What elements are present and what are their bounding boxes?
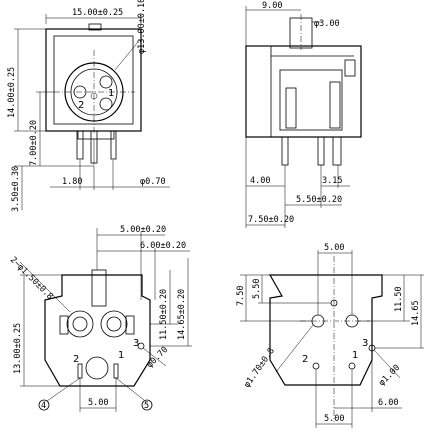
- front-dia-label: φ13.00±0.10: [137, 0, 147, 54]
- footprint-bottom-a-label: 5.00: [324, 414, 344, 424]
- bottom-pin-dia-label: φ0.70: [145, 345, 170, 370]
- side-body-outline: [245, 45, 362, 138]
- front-pitch-label: 1.80: [62, 177, 82, 187]
- callout-4-circle: [38, 399, 50, 411]
- front-dia-leader: [114, 41, 139, 71]
- bottom-pin-1: [113, 363, 119, 379]
- front-pin-label-2: 2: [78, 100, 84, 111]
- bottom-pin-label-3: 3: [133, 338, 139, 349]
- footprint-v2-label: 5.50: [252, 279, 262, 299]
- bottom-w2-label: 6.00±0.20: [140, 241, 186, 251]
- callout-5-leader: [115, 377, 145, 401]
- bottom-pin-2: [77, 363, 83, 379]
- footprint-bighole-label: φ1.70±0.8: [242, 346, 277, 389]
- side-top-width-label: 9.00: [262, 1, 282, 11]
- front-base: [77, 130, 115, 140]
- front-lead-dia-label: φ0.70: [140, 177, 166, 187]
- footprint-pin-label-2: 2: [302, 354, 308, 365]
- bottom-center-boss: [85, 356, 109, 380]
- footprint-bottom-b-label: 6.00: [378, 398, 398, 408]
- front-lead-right: [110, 130, 117, 160]
- bottom-hole-left-inner: [72, 316, 88, 332]
- callout-4-label: 4: [41, 401, 46, 411]
- callout-4-leader: [46, 377, 81, 402]
- side-lead-2: [317, 136, 325, 166]
- bottom-pin-3: [137, 342, 145, 350]
- bottom-pitch-label: 5.00: [88, 398, 108, 408]
- side-dim-d-label: 7.50±0.20: [248, 215, 294, 225]
- bottom-pindia-leader: [142, 347, 167, 367]
- footprint-pin-label-1: 1: [352, 350, 358, 361]
- side-dim-c-label: 5.50±0.20: [296, 195, 342, 205]
- bottom-pin-label-2: 2: [73, 354, 79, 365]
- side-inner-slot-1: [285, 87, 297, 129]
- front-lead-left: [76, 130, 84, 160]
- side-inner-latch: [344, 59, 356, 77]
- bottom-hole-left-outer: [66, 310, 94, 338]
- bottom-pin-label-1: 1: [118, 350, 124, 361]
- footprint-pin-1: [348, 362, 356, 370]
- bottom-holes-leader: [19, 261, 71, 313]
- side-dim-b-label: 3.15: [322, 176, 342, 186]
- callout-5-circle: [141, 399, 153, 411]
- footprint-view: 2 1 3 5.00 7.50 5.50 11.50 14.65 φ1.70±0…: [236, 243, 424, 428]
- front-center-height-label: 7.00±0.20: [29, 120, 39, 166]
- front-body-inner: [53, 35, 134, 125]
- side-inner-slot-2: [329, 81, 341, 129]
- front-view: 2 1 15.00±0.25 φ13.00±0.10 14.00±0.25 7.…: [7, 0, 170, 212]
- bottom-side-slot-l: [59, 315, 69, 335]
- front-pin-right-bottom: [99, 97, 113, 111]
- side-lead-1: [281, 136, 289, 166]
- bottom-hole-right-inner: [106, 316, 122, 332]
- front-pin-label-1: 1: [108, 88, 114, 99]
- footprint-top-label: 5.00: [324, 243, 344, 253]
- front-height-label: 14.00±0.25: [7, 67, 17, 118]
- side-dim-a-label: 4.00: [250, 176, 270, 186]
- bottom-w1-label: 5.00±0.20: [120, 225, 166, 235]
- bottom-side-slot-r: [125, 315, 135, 335]
- front-top-tab: [88, 23, 102, 31]
- front-body-outline: [45, 28, 142, 132]
- bottom-hole-right-outer: [100, 310, 128, 338]
- front-width-label: 15.00±0.25: [72, 8, 123, 18]
- footprint-v4-label: 14.65: [411, 300, 421, 326]
- bottom-top-tab: [91, 269, 107, 307]
- bottom-h1-label: 11.50±0.20: [159, 289, 169, 340]
- footprint-outline: [268, 274, 383, 386]
- side-top-dia-label: φ3.00: [314, 19, 340, 29]
- side-inner-box: [279, 69, 343, 131]
- side-lead-3: [332, 136, 342, 166]
- bottom-h2-label: 14.65±0.20: [177, 289, 187, 340]
- footprint-pin-2: [312, 362, 320, 370]
- bottom-view: 2 1 3 5.00±0.20 6.00±0.20 2−φ1.50±0.8 11…: [8, 225, 192, 412]
- footprint-bighole-leader: [275, 324, 314, 373]
- footprint-pin-label-3: 3: [362, 338, 368, 349]
- bottom-holes-label: 2−φ1.50±0.8: [8, 255, 55, 302]
- front-pin-right-top: [99, 75, 113, 89]
- bottom-body-outline: [44, 274, 151, 387]
- front-lead-length-label: 3.50±0.30: [11, 166, 21, 212]
- bottom-h3-label: 13.00±0.25: [13, 323, 23, 374]
- callout-5-label: 5: [144, 401, 149, 411]
- footprint-smallhole-leader: [373, 349, 401, 379]
- side-view: 9.00 φ3.00 4.00 3.15 5.50±0.20 7.50±0.20: [245, 1, 362, 228]
- footprint-v1-label: 7.50: [236, 286, 246, 306]
- footprint-v3-label: 11.50: [394, 286, 404, 312]
